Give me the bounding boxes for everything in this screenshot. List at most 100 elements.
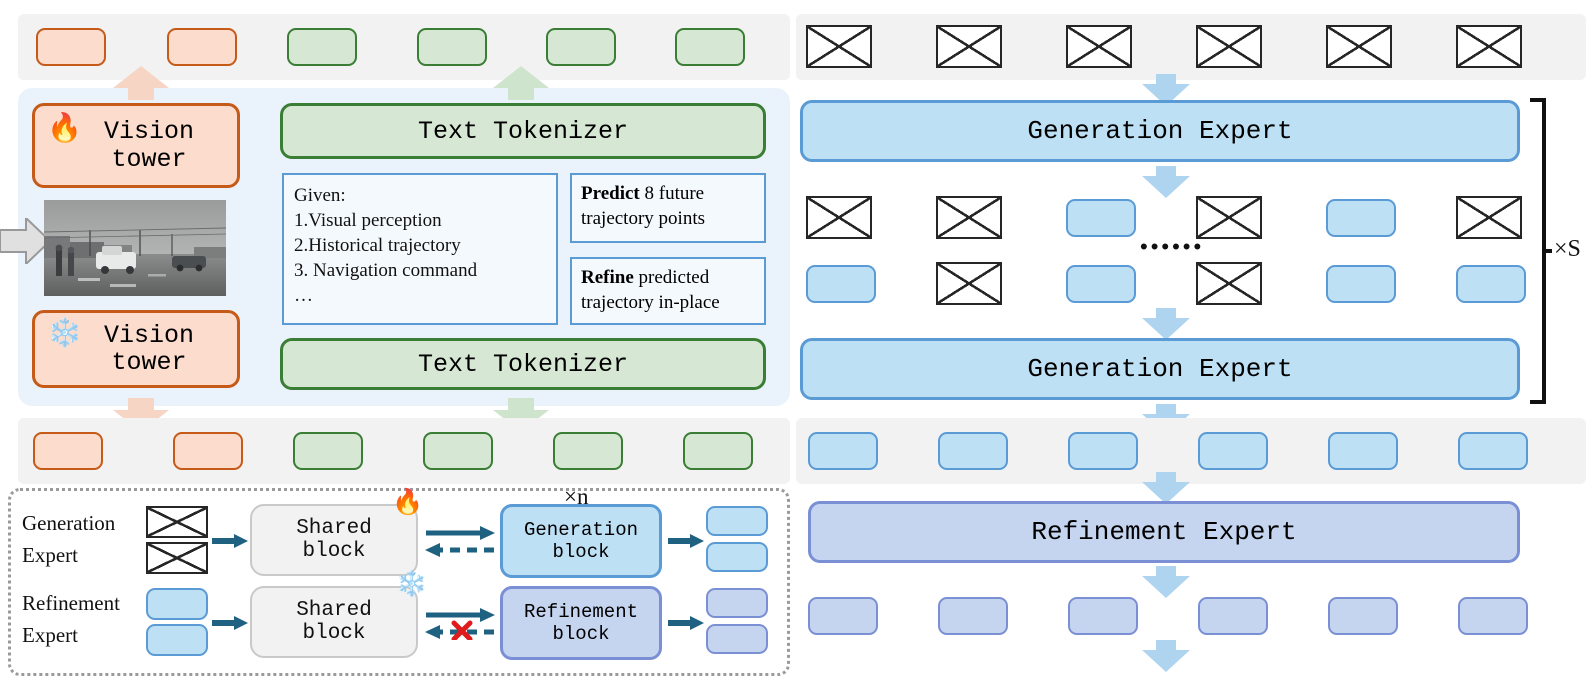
detail-bidirectional-arrows-blocked-icon xyxy=(425,608,495,640)
detail-row-label-line2: Expert xyxy=(22,622,78,647)
shared-block-frozen[interactable]: Shared block xyxy=(250,586,418,658)
token-chip-masked xyxy=(806,196,872,239)
detail-input-token-masked xyxy=(146,506,208,538)
repeat-label-s: ×S xyxy=(1554,236,1581,262)
token-chip-masked xyxy=(1196,196,1262,239)
detail-row-label-refinement: Refinement Expert xyxy=(22,588,120,651)
refinement-expert-label: Refinement Expert xyxy=(1031,517,1297,547)
detail-output-token-refined xyxy=(706,588,768,618)
generation-expert-top[interactable]: Generation Expert xyxy=(800,100,1520,162)
prompt-item: 3. Navigation command xyxy=(294,260,478,282)
snowflake-icon: ❄️ xyxy=(47,317,82,348)
token-chip-blue xyxy=(806,265,876,303)
flow-arrow-down-icon xyxy=(1142,640,1190,672)
token-chip-blue xyxy=(1198,432,1268,470)
text-to-lower-token-arrow-icon xyxy=(493,398,549,432)
vision-to-token-arrow-icon xyxy=(113,66,169,100)
vision-tower-frozen[interactable]: ❄️ Vision tower xyxy=(32,310,240,388)
prompt-item: 2.Historical trajectory xyxy=(294,235,461,257)
token-chip-refined xyxy=(808,597,878,635)
detail-input-token-masked xyxy=(146,542,208,574)
flow-arrow-down-icon xyxy=(1142,566,1190,598)
refinement-block[interactable]: Refinement block xyxy=(500,586,662,660)
token-chip-masked xyxy=(936,25,1002,68)
flow-arrow-down-icon xyxy=(1142,308,1190,340)
token-chip-blue xyxy=(1456,265,1526,303)
detail-row-label-line1: Refinement xyxy=(22,591,120,615)
vision-to-lower-token-arrow-icon xyxy=(113,398,169,432)
task-text: predicted trajectory in-place xyxy=(581,267,720,313)
flow-arrow-down-icon xyxy=(1142,74,1190,106)
token-chip-masked xyxy=(1456,196,1522,239)
token-chip-orange xyxy=(33,432,103,470)
token-chip-green xyxy=(683,432,753,470)
task-keyword: Refine xyxy=(581,267,634,288)
text-tokenizer-label: Text Tokenizer xyxy=(417,116,629,146)
text-tokenizer-top[interactable]: Text Tokenizer xyxy=(280,103,766,159)
token-chip-masked xyxy=(1456,25,1522,68)
token-chip-green xyxy=(417,28,487,66)
token-chip-green xyxy=(293,432,363,470)
top-token-band-left xyxy=(18,14,790,80)
top-token-band-right xyxy=(796,14,1586,80)
token-chip-blue xyxy=(1068,432,1138,470)
refinement-block-label-line1: Refinement xyxy=(523,601,639,623)
detail-input-token-blue xyxy=(146,624,208,656)
generation-expert-label: Generation Expert xyxy=(1027,116,1293,146)
ellipsis-label: •••••• xyxy=(1140,234,1205,259)
token-chip-masked xyxy=(1326,25,1392,68)
token-chip-refined xyxy=(938,597,1008,635)
vision-tower-label: Vision tower xyxy=(103,117,194,174)
token-chip-orange xyxy=(36,28,106,66)
lower-token-band-right xyxy=(796,418,1586,484)
shared-block-trainable[interactable]: Shared block xyxy=(250,504,418,576)
detail-arrow-right-icon xyxy=(668,534,704,548)
text-tokenizer-bottom[interactable]: Text Tokenizer xyxy=(280,338,766,390)
token-chip-masked xyxy=(936,196,1002,239)
fire-icon: 🔥 xyxy=(392,488,424,516)
red-cross-icon xyxy=(451,620,473,640)
detail-row-label-line2: Expert xyxy=(22,542,78,567)
lower-token-band-left xyxy=(18,418,790,484)
token-chip-blue xyxy=(938,432,1008,470)
token-chip-green xyxy=(675,28,745,66)
repeat-bracket-s xyxy=(1530,98,1552,404)
token-chip-refined xyxy=(1458,597,1528,635)
token-chip-blue xyxy=(1066,265,1136,303)
token-chip-blue xyxy=(1326,265,1396,303)
token-chip-masked xyxy=(1196,25,1262,68)
refinement-expert[interactable]: Refinement Expert xyxy=(808,501,1520,563)
refinement-block-label-line2: block xyxy=(552,623,610,645)
token-chip-orange xyxy=(167,28,237,66)
token-chip-masked xyxy=(1066,25,1132,68)
input-image-thumbnail xyxy=(44,200,226,296)
token-chip-masked xyxy=(1196,262,1262,305)
fire-icon: 🔥 xyxy=(47,112,82,143)
shared-block-label-line2: block xyxy=(302,540,366,563)
input-arrow-icon xyxy=(0,218,50,264)
detail-output-token-blue xyxy=(706,542,768,572)
text-to-token-arrow-icon xyxy=(493,66,549,100)
token-chip-blue xyxy=(1328,432,1398,470)
detail-arrow-right-icon xyxy=(212,616,248,630)
token-chip-masked xyxy=(936,262,1002,305)
detail-output-token-blue xyxy=(706,506,768,536)
prompt-box: Given: 1.Visual perception 2.Historical … xyxy=(282,173,558,325)
detail-row-label-generation: Generation Expert xyxy=(22,508,115,571)
detail-arrow-right-icon xyxy=(212,534,248,548)
token-chip-orange xyxy=(173,432,243,470)
text-tokenizer-label: Text Tokenizer xyxy=(417,349,629,379)
token-chip-blue xyxy=(1326,199,1396,237)
task-box-predict: Predict 8 future trajectory points xyxy=(570,173,766,243)
flow-arrow-down-icon xyxy=(1142,472,1190,504)
vision-tower-label: Vision tower xyxy=(103,320,194,377)
shared-block-label-line2: block xyxy=(302,622,366,645)
task-keyword: Predict xyxy=(581,183,640,204)
prompt-header: Given: xyxy=(294,185,346,206)
token-chip-green xyxy=(553,432,623,470)
token-chip-refined xyxy=(1068,597,1138,635)
vision-tower-trainable[interactable]: 🔥 Vision tower xyxy=(32,103,240,188)
flow-arrow-down-icon xyxy=(1142,166,1190,198)
generation-block[interactable]: Generation block xyxy=(500,504,662,578)
generation-expert-bottom[interactable]: Generation Expert xyxy=(800,338,1520,400)
